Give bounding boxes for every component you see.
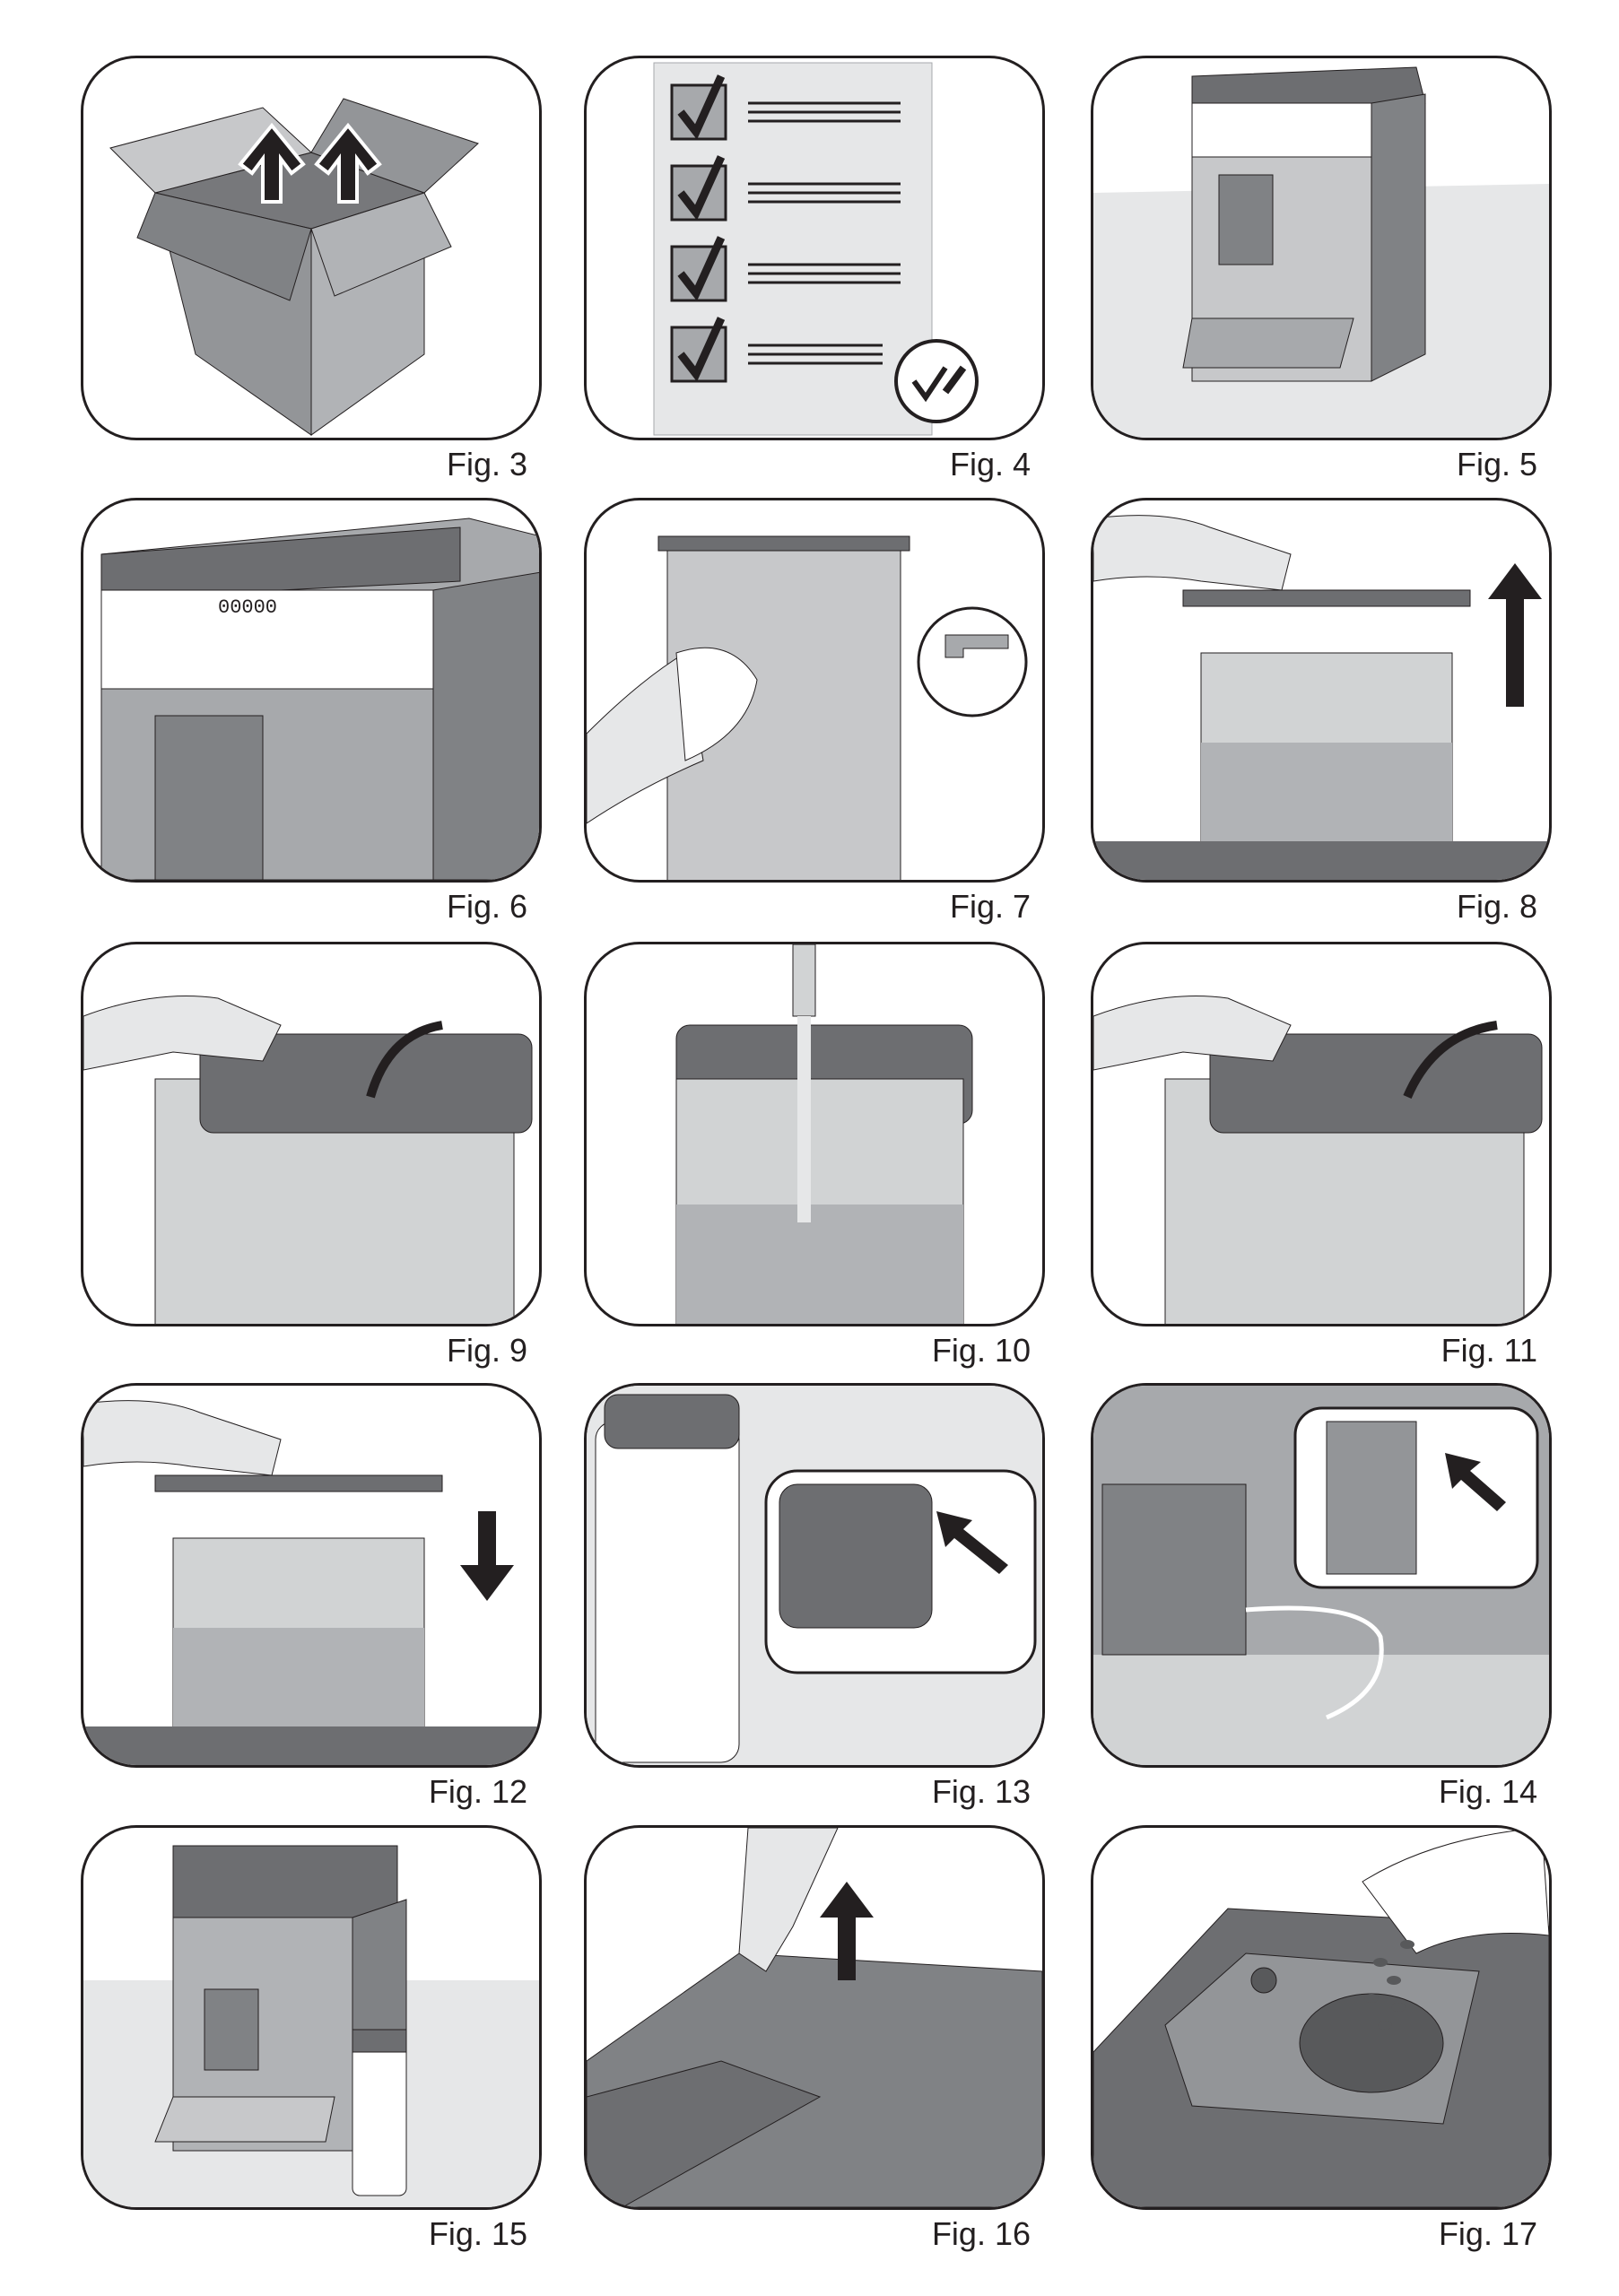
coffee-beans-icon — [1364, 1940, 1414, 2030]
tap-water-icon — [917, 606, 1028, 718]
figure-16: Fig. 16 — [584, 1825, 1045, 2253]
arrow-up-icon — [1488, 563, 1542, 707]
illustration-checklist — [584, 56, 1045, 440]
figure-label: Fig. 4 — [949, 446, 1031, 483]
illustration-close-tank-lid — [1091, 942, 1552, 1326]
figure-6: 00000 Fig. 6 — [81, 498, 542, 926]
illustration-insert-water-tank — [81, 1383, 542, 1768]
illustration-fill-coffee-beans — [1091, 1825, 1552, 2210]
illustration-coffee-machine-placement — [1091, 56, 1552, 440]
illustration-clean-water-tank — [584, 498, 1045, 883]
figure-3: Fig. 3 — [81, 56, 542, 483]
arrow-up-icon — [820, 1882, 874, 1980]
figure-10: Fig. 10 — [584, 942, 1045, 1370]
figure-label: Fig. 10 — [931, 1332, 1031, 1369]
figure-8: Fig. 8 — [1091, 498, 1552, 926]
figure-11: Fig. 11 — [1091, 942, 1552, 1370]
figure-label: Fig. 11 — [1441, 1332, 1537, 1369]
figure-5: Fig. 5 — [1091, 56, 1552, 483]
rotate-arrow-icon — [366, 1021, 443, 1099]
figure-14: Fig. 14 — [1091, 1383, 1552, 1811]
figure-label: Fig. 14 — [1438, 1773, 1537, 1810]
open-box-icon — [109, 98, 479, 436]
figure-label: Fig. 8 — [1456, 888, 1537, 925]
figure-13: Fig. 13 — [584, 1383, 1045, 1811]
illustration-unpack-box — [81, 56, 542, 440]
checkmark-icon — [677, 74, 726, 382]
figure-9: Fig. 9 — [81, 942, 542, 1370]
arrow-down-icon — [460, 1511, 514, 1601]
illustration-open-bean-container-lid — [584, 1825, 1045, 2210]
arrow-icon — [936, 1511, 1008, 1574]
figure-label: Fig. 12 — [428, 1773, 527, 1810]
figure-label: Fig. 9 — [446, 1332, 527, 1369]
illustration-machine-with-milk-container — [81, 1825, 542, 2210]
rotate-arrow-icon — [1403, 1021, 1498, 1099]
illustration-connect-milk-hose — [1091, 1383, 1552, 1768]
figure-7: Fig. 7 — [584, 498, 1045, 926]
figure-label: Fig. 15 — [428, 2215, 527, 2252]
figure-label: Fig. 17 — [1438, 2215, 1537, 2252]
illustration-milk-container-connector — [584, 1383, 1045, 1768]
illustration-lift-water-tank — [1091, 498, 1552, 883]
figure-label: Fig. 5 — [1456, 446, 1537, 483]
display-readout: 00000 — [218, 596, 277, 619]
figure-4: Fig. 4 — [584, 56, 1045, 483]
figure-label: Fig. 13 — [931, 1773, 1031, 1810]
figure-label: Fig. 3 — [446, 446, 527, 483]
illustration-remove-protective-film: 00000 — [81, 498, 542, 883]
illustration-open-tank-lid — [81, 942, 542, 1326]
figure-label: Fig. 6 — [446, 888, 527, 925]
figure-17: Fig. 17 — [1091, 1825, 1552, 2253]
arrow-up-icon — [238, 122, 382, 204]
figure-15: Fig. 15 — [81, 1825, 542, 2253]
arrow-icon — [1445, 1453, 1506, 1511]
figure-label: Fig. 7 — [949, 888, 1031, 925]
illustration-fill-water — [584, 942, 1045, 1326]
figure-12: Fig. 12 — [81, 1383, 542, 1811]
figure-label: Fig. 16 — [931, 2215, 1031, 2252]
